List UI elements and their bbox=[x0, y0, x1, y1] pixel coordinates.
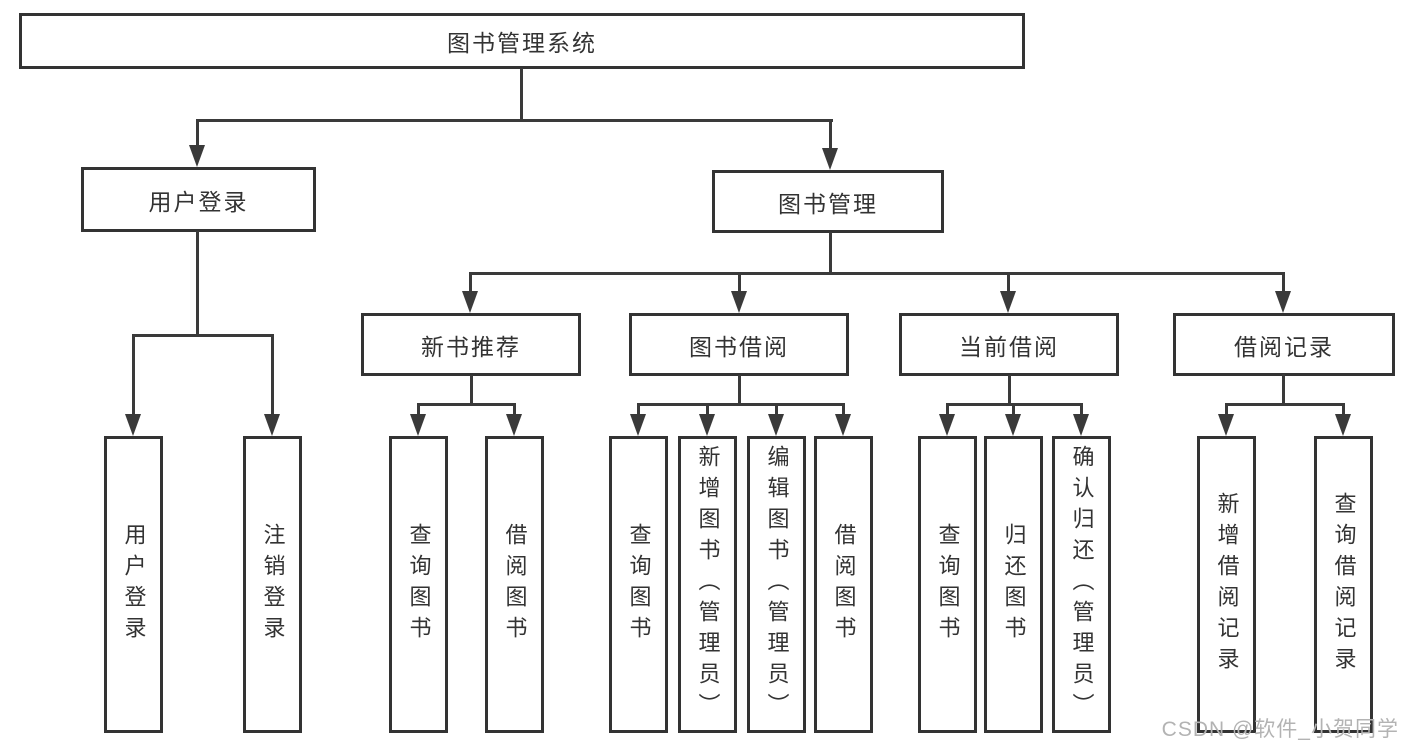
leaf-add-books-admin: 新增图书（管理员） bbox=[678, 436, 737, 733]
arrowhead-g4-3 bbox=[1073, 414, 1089, 436]
leaf-add-borrow-record: 新增借阅记录 bbox=[1197, 436, 1256, 733]
arrowhead-g5-1 bbox=[1218, 414, 1234, 436]
connector-mgmt-hbar bbox=[469, 272, 1285, 275]
arrowhead-root-right bbox=[822, 148, 838, 170]
arrowhead-g3-3 bbox=[768, 414, 784, 436]
arrowhead-g2-1 bbox=[410, 414, 426, 436]
connector-g4-drop-1 bbox=[946, 403, 949, 416]
connector-mgmt-stem bbox=[829, 232, 832, 275]
node-borrowing-records: 借阅记录 bbox=[1173, 313, 1395, 376]
leaf-edit-books-admin: 编辑图书（管理员） bbox=[747, 436, 806, 733]
arrowhead-g3-4 bbox=[835, 414, 851, 436]
csdn-watermark: CSDN @软件_小贺同学 bbox=[1161, 718, 1399, 741]
arrowhead-mgmt-1 bbox=[462, 291, 478, 313]
leaf-borrow-query-books: 查询图书 bbox=[609, 436, 668, 733]
connector-root-drop-right bbox=[829, 119, 832, 150]
connector-g3-drop-3 bbox=[775, 403, 778, 416]
arrowhead-mgmt-3 bbox=[1000, 291, 1016, 313]
leaf-recommend-borrow-books: 借阅图书 bbox=[485, 436, 544, 733]
leaf-recommend-query-books: 查询图书 bbox=[389, 436, 448, 733]
connector-mgmt-drop-4 bbox=[1282, 272, 1285, 293]
leaf-query-borrow-record: 查询借阅记录 bbox=[1314, 436, 1373, 733]
node-new-book-recommend: 新书推荐 bbox=[361, 313, 581, 376]
leaf-borrow-books: 借阅图书 bbox=[814, 436, 873, 733]
connector-g3-drop-4 bbox=[842, 403, 845, 416]
node-current-borrowing: 当前借阅 bbox=[899, 313, 1119, 376]
connector-root-stem bbox=[520, 68, 523, 122]
connector-mgmt-drop-3 bbox=[1007, 272, 1010, 293]
connector-g5-hbar bbox=[1225, 403, 1345, 406]
connector-g3-hbar bbox=[637, 403, 845, 406]
connector-g2-hbar bbox=[417, 403, 516, 406]
leaf-current-query-books: 查询图书 bbox=[918, 436, 977, 733]
connector-g2-stem bbox=[470, 375, 473, 405]
connector-g2-drop-2 bbox=[513, 403, 516, 416]
arrowhead-root-left bbox=[189, 145, 205, 167]
node-book-management: 图书管理 bbox=[712, 170, 944, 233]
connector-g4-stem bbox=[1008, 375, 1011, 405]
node-book-borrowing: 图书借阅 bbox=[629, 313, 849, 376]
arrowhead-g4-1 bbox=[939, 414, 955, 436]
leaf-logout: 注销登录 bbox=[243, 436, 302, 733]
connector-root-drop-left bbox=[196, 119, 199, 147]
connector-login-drop-1 bbox=[132, 334, 135, 416]
connector-mgmt-drop-1 bbox=[469, 272, 472, 293]
connector-g4-drop-2 bbox=[1012, 403, 1015, 416]
connector-g4-drop-3 bbox=[1080, 403, 1083, 416]
arrowhead-g2-2 bbox=[506, 414, 522, 436]
arrowhead-g5-2 bbox=[1335, 414, 1351, 436]
arrowhead-g3-2 bbox=[699, 414, 715, 436]
connector-login-stem bbox=[196, 231, 199, 337]
connector-g3-drop-1 bbox=[637, 403, 640, 416]
connector-g2-drop-1 bbox=[417, 403, 420, 416]
connector-login-drop-2 bbox=[271, 334, 274, 416]
connector-login-hbar bbox=[132, 334, 274, 337]
arrowhead-mgmt-4 bbox=[1275, 291, 1291, 313]
leaf-user-login: 用户登录 bbox=[104, 436, 163, 733]
node-root: 图书管理系统 bbox=[19, 13, 1025, 69]
connector-root-hbar bbox=[196, 119, 833, 122]
connector-g5-drop-2 bbox=[1342, 403, 1345, 416]
connector-mgmt-drop-2 bbox=[738, 272, 741, 293]
arrowhead-g4-2 bbox=[1005, 414, 1021, 436]
node-user-login: 用户登录 bbox=[81, 167, 316, 232]
arrowhead-mgmt-2 bbox=[731, 291, 747, 313]
connector-g3-stem bbox=[738, 375, 741, 405]
connector-g3-drop-2 bbox=[706, 403, 709, 416]
leaf-return-books: 归还图书 bbox=[984, 436, 1043, 733]
connector-g5-drop-1 bbox=[1225, 403, 1228, 416]
arrowhead-g3-1 bbox=[630, 414, 646, 436]
leaf-confirm-return-admin: 确认归还（管理员） bbox=[1052, 436, 1111, 733]
arrowhead-login-1 bbox=[125, 414, 141, 436]
arrowhead-login-2 bbox=[264, 414, 280, 436]
connector-g5-stem bbox=[1282, 374, 1285, 405]
